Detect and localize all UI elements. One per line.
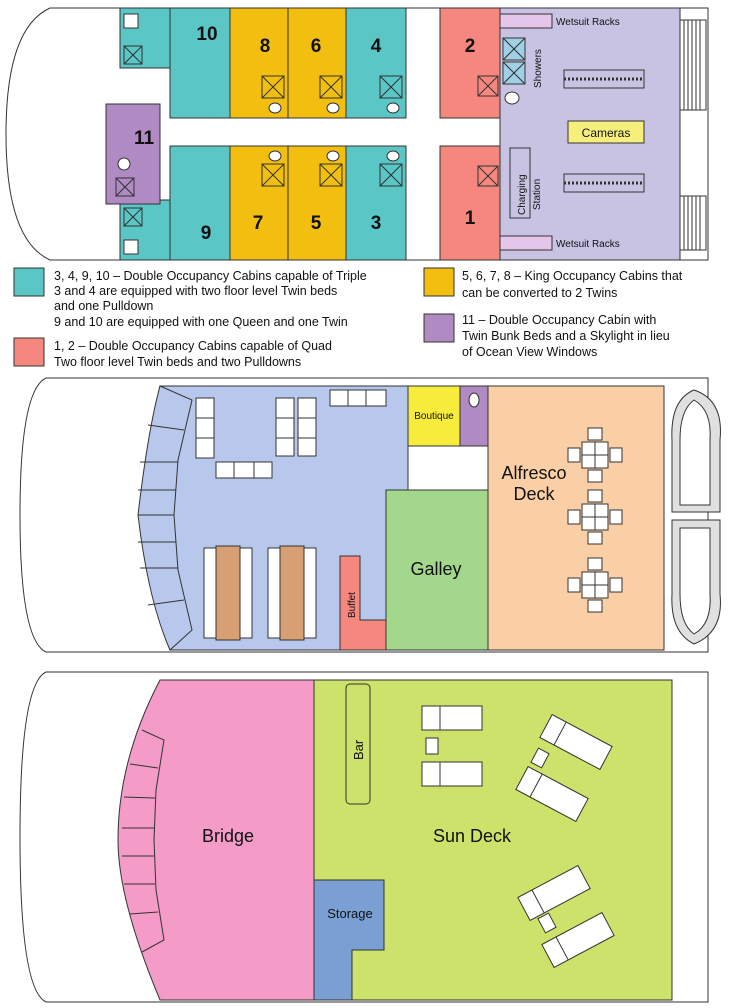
alfresco-label-1: Alfresco — [501, 463, 566, 483]
cabin-10-number: 10 — [196, 24, 217, 45]
cabin-6 — [287, 7, 347, 119]
alfresco-table-3 — [567, 557, 623, 613]
bridge-label: Bridge — [202, 826, 254, 846]
cabin-bath-fixtures — [115, 13, 499, 255]
bar-label: Bar — [351, 739, 366, 760]
legend-salmon-line-2: Two floor level Twin beds and two Pulldo… — [54, 355, 301, 369]
cabin-1-number: 1 — [465, 208, 476, 229]
sun-deck-label: Sun Deck — [433, 826, 512, 846]
dining-table-right — [267, 545, 317, 641]
tank-rack-top — [563, 69, 645, 89]
cabin-2 — [439, 7, 501, 119]
lounge-deck: Boutique Galley Buffet Alfresco Deck — [19, 377, 721, 653]
cameras-table — [567, 120, 645, 144]
legend-swatch-teal — [13, 267, 45, 297]
alfresco-table-1 — [567, 427, 623, 483]
legend-purple-line-1: 11 – Double Occupancy Cabin with — [462, 313, 656, 327]
boutique-label: Boutique — [414, 411, 454, 422]
sun-loungers — [421, 705, 615, 969]
legend-teal-line-2: 3 and 4 are equipped with two floor leve… — [54, 284, 337, 298]
bridge-console — [122, 729, 165, 953]
legend-purple-line-2: Twin Bunk Beds and a Skylight in lieu — [462, 329, 670, 343]
wetsuit-racks-top-label: Wetsuit Racks — [556, 17, 620, 28]
cabin-5 — [287, 145, 347, 261]
charging-label-1: Charging — [517, 174, 528, 215]
buffet-label: Buffet — [347, 592, 358, 618]
legend-swatch-purple — [423, 313, 455, 343]
cabin-8-number: 8 — [260, 36, 271, 57]
cabin-7-number: 7 — [253, 213, 264, 234]
toilet-icon — [504, 91, 520, 105]
cabin-3-number: 3 — [371, 213, 382, 234]
legend: 3, 4, 9, 10 – Double Occupancy Cabins ca… — [13, 267, 683, 369]
legend-purple-line-3: of Ocean View Windows — [462, 345, 597, 359]
legend-yellow-line-2: can be converted to 2 Twins — [462, 286, 617, 300]
charging-station — [509, 147, 531, 219]
tank-rack-bottom — [563, 173, 645, 193]
wetsuit-rack-bottom — [499, 235, 553, 251]
galley — [385, 489, 489, 651]
sun-deck-level: Bridge Sun Deck Bar Storage — [19, 671, 709, 1003]
cabin-11-number: 11 — [134, 128, 155, 149]
bar — [345, 683, 371, 805]
corridor — [150, 118, 500, 146]
dive-deck-stairs-bottom — [679, 195, 707, 251]
lounge-seating — [195, 389, 387, 479]
charging-label-2: Station — [532, 179, 543, 210]
cabin-deck: Wetsuit Racks Wetsuit Racks Showers Char… — [5, 7, 709, 261]
cabin-4-number: 4 — [371, 36, 382, 57]
cabin-4 — [345, 7, 407, 119]
legend-teal-line-3: and one Pulldown — [54, 299, 153, 313]
tender-boat-bottom — [671, 519, 721, 645]
cabin-8 — [229, 7, 289, 119]
cabin-2-number: 2 — [465, 36, 476, 57]
cabin-10 — [169, 7, 231, 119]
legend-swatch-yellow — [423, 267, 455, 297]
tender-boat-top — [671, 389, 721, 513]
wetsuit-rack-top — [499, 13, 553, 29]
buffet — [339, 555, 387, 651]
cabin-1 — [439, 145, 501, 261]
alfresco-table-2 — [567, 489, 623, 545]
showers-label: Showers — [533, 49, 544, 88]
legend-teal-line-1: 3, 4, 9, 10 – Double Occupancy Cabins ca… — [54, 269, 367, 283]
storage-label: Storage — [327, 906, 373, 921]
alfresco-label-2: Deck — [513, 484, 555, 504]
galley-label: Galley — [410, 559, 461, 579]
cabin-5-number: 5 — [311, 213, 322, 234]
dining-table-left — [203, 545, 253, 641]
storage — [313, 879, 385, 1001]
cabin-9-number: 9 — [201, 223, 212, 244]
cabin-6-number: 6 — [311, 36, 322, 57]
toilet-icon — [468, 392, 480, 408]
window-banquette — [137, 385, 193, 651]
boutique — [407, 385, 461, 447]
cabin-9 — [169, 145, 231, 261]
legend-teal-line-4: 9 and 10 are equipped with one Queen and… — [54, 315, 348, 329]
dive-deck-stairs-top — [679, 19, 707, 111]
wetsuit-racks-bottom-label: Wetsuit Racks — [556, 239, 620, 250]
cameras-label: Cameras — [582, 126, 631, 140]
cabin-7 — [229, 145, 289, 261]
legend-swatch-salmon — [13, 337, 45, 367]
legend-salmon-line-1: 1, 2 – Double Occupancy Cabins capable o… — [54, 339, 332, 353]
cabin-3 — [345, 145, 407, 261]
bridge — [117, 679, 315, 1001]
legend-yellow-line-1: 5, 6, 7, 8 – King Occupancy Cabins that — [462, 269, 683, 283]
